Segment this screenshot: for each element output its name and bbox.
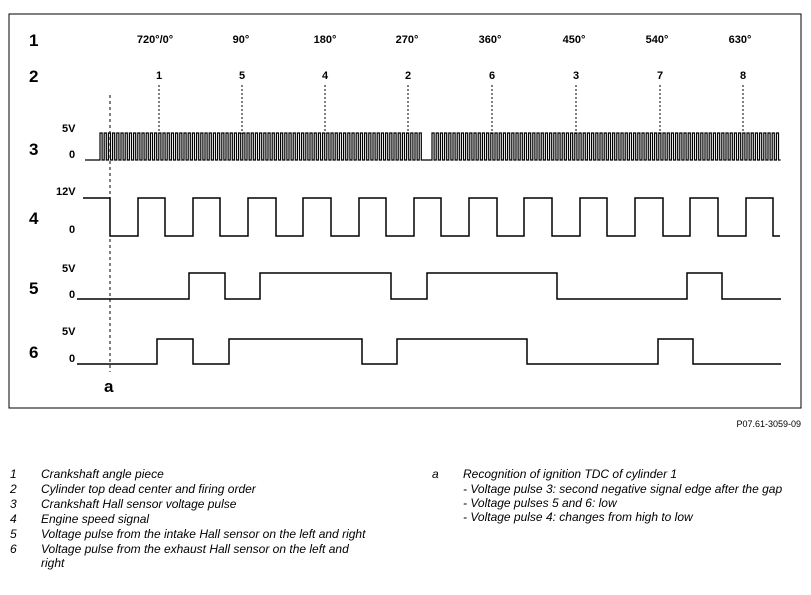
legend-key: 1 — [10, 467, 17, 481]
crank-angle-label: 540° — [646, 34, 669, 46]
legend-item: 5 Voltage pulse from the intake Hall sens… — [10, 527, 370, 541]
legend-key: 3 — [10, 497, 17, 511]
timing-diagram: 1 2 3 4 5 6 5V 0 12V 0 5V 0 5V 0 720°/0°… — [8, 13, 802, 429]
marker-a-label: a — [104, 377, 114, 396]
legend-list: 1 Crankshaft angle piece 2 Cylinder top de… — [10, 467, 370, 571]
document-code: P07.61-3059-09 — [736, 419, 801, 429]
row-number-3: 3 — [29, 140, 38, 159]
crank-angle-label: 90° — [233, 34, 250, 46]
legend-key: 2 — [10, 482, 17, 496]
firing-order-label: 6 — [489, 70, 495, 82]
legend-text: Crankshaft Hall sensor voltage pulse — [41, 497, 237, 511]
legend-text: Engine speed signal — [41, 512, 150, 526]
firing-order-label: 3 — [573, 70, 579, 82]
note-heading: a Recognition of ignition TDC of cylinder… — [432, 467, 792, 481]
legend-key: 4 — [10, 512, 17, 526]
legend-item: 3 Crankshaft Hall sensor voltage pulse — [10, 497, 370, 511]
tdc-markers — [158, 85, 744, 134]
legend-item: 6 Voltage pulse from the exhaust Hall sen… — [10, 542, 370, 570]
firing-order-label: 1 — [156, 70, 162, 82]
legend-key: 6 — [10, 542, 17, 556]
legend-text: Crankshaft angle piece — [41, 467, 164, 481]
crank-angle-label: 180° — [314, 34, 337, 46]
legend-item: 2 Cylinder top dead center and firing ord… — [10, 482, 370, 496]
legend-text: Voltage pulse from the intake Hall senso… — [41, 527, 366, 541]
marker-a-note: a Recognition of ignition TDC of cylinder… — [432, 467, 792, 524]
crankshaft-hall-pulse-trace — [85, 132, 781, 161]
signal-6-low-label: 0 — [69, 353, 75, 365]
firing-order-label: 2 — [405, 70, 411, 82]
row-number-4: 4 — [29, 209, 39, 228]
note-item: - Voltage pulse 4: changes from high to … — [463, 510, 693, 524]
firing-order-label: 7 — [657, 70, 663, 82]
legend-text: Voltage pulse from the exhaust Hall sens… — [41, 542, 349, 570]
note-item: - Voltage pulse 3: second negative signa… — [463, 482, 783, 496]
signal-6-high-label: 5V — [62, 326, 76, 338]
signal-3-low-label: 0 — [69, 149, 75, 161]
firing-order-label: 8 — [740, 70, 746, 82]
note-title: Recognition of ignition TDC of cylinder … — [463, 467, 678, 481]
row-number-2: 2 — [29, 67, 38, 86]
firing-order-label: 5 — [239, 70, 245, 82]
signal-5-low-label: 0 — [69, 289, 75, 301]
legend-item: 4 Engine speed signal — [10, 512, 370, 526]
signal-5-high-label: 5V — [62, 263, 76, 275]
firing-order-label: 4 — [322, 70, 329, 82]
crank-angle-label: 360° — [479, 34, 502, 46]
intake-hall-pulse-trace — [77, 272, 781, 300]
crank-angle-label: 450° — [563, 34, 586, 46]
engine-speed-trace — [83, 197, 780, 237]
signal-3-high-label: 5V — [62, 123, 76, 135]
legend-key: 5 — [10, 527, 17, 541]
crank-angle-label: 270° — [396, 34, 419, 46]
legend-text: Cylinder top dead center and firing orde… — [41, 482, 256, 496]
signal-4-low-label: 0 — [69, 224, 75, 236]
note-item: - Voltage pulses 5 and 6: low — [463, 496, 617, 510]
exhaust-hall-pulse-trace — [77, 338, 781, 365]
diagram-frame — [8, 13, 802, 409]
crank-angle-label: 720°/0° — [137, 34, 173, 46]
signal-4-high-label: 12V — [56, 186, 76, 198]
row-number-6: 6 — [29, 343, 38, 362]
note-key: a — [432, 467, 439, 481]
legend-item: 1 Crankshaft angle piece — [10, 467, 370, 481]
row-number-5: 5 — [29, 279, 38, 298]
row-number-1: 1 — [29, 31, 38, 50]
crank-angle-label: 630° — [729, 34, 752, 46]
